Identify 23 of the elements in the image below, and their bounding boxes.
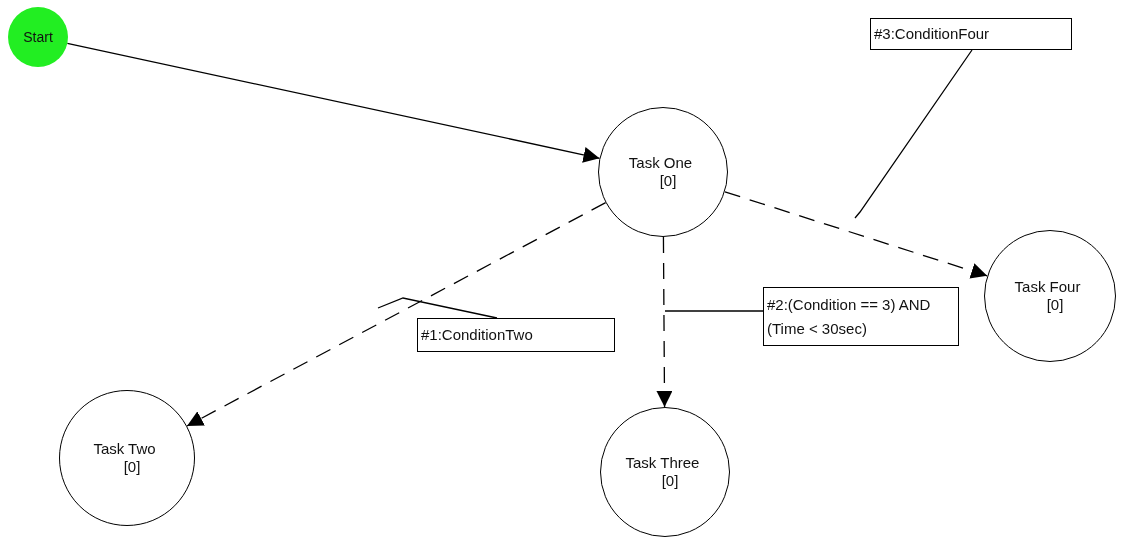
arrow <box>656 236 673 408</box>
condition-label-box <box>870 18 1072 50</box>
arrow <box>66 42 601 163</box>
arrow <box>724 191 988 279</box>
leader-line <box>854 49 973 219</box>
condition-label-box <box>417 318 615 352</box>
leader-line <box>664 310 764 312</box>
start-circle <box>8 7 68 67</box>
task-count: [0] <box>1046 296 1064 314</box>
task-count: [0] <box>123 458 141 476</box>
leader-line <box>377 297 498 319</box>
task-count: [0] <box>659 172 677 190</box>
task-name: Task Three <box>625 454 700 472</box>
condition-label-box <box>763 287 959 346</box>
condition-text: #3:ConditionFour <box>874 24 990 44</box>
task-count: [0] <box>661 472 679 490</box>
task-name: Task Two <box>93 440 156 458</box>
arrow <box>186 201 607 427</box>
task-name: Task Four <box>1014 278 1081 296</box>
condition-text: #2:(Condition == 3) AND (Time < 30sec) <box>767 294 932 339</box>
task-name: Start <box>23 28 53 46</box>
task-name: Task One <box>628 154 693 172</box>
condition-text: #1:ConditionTwo <box>421 325 533 345</box>
